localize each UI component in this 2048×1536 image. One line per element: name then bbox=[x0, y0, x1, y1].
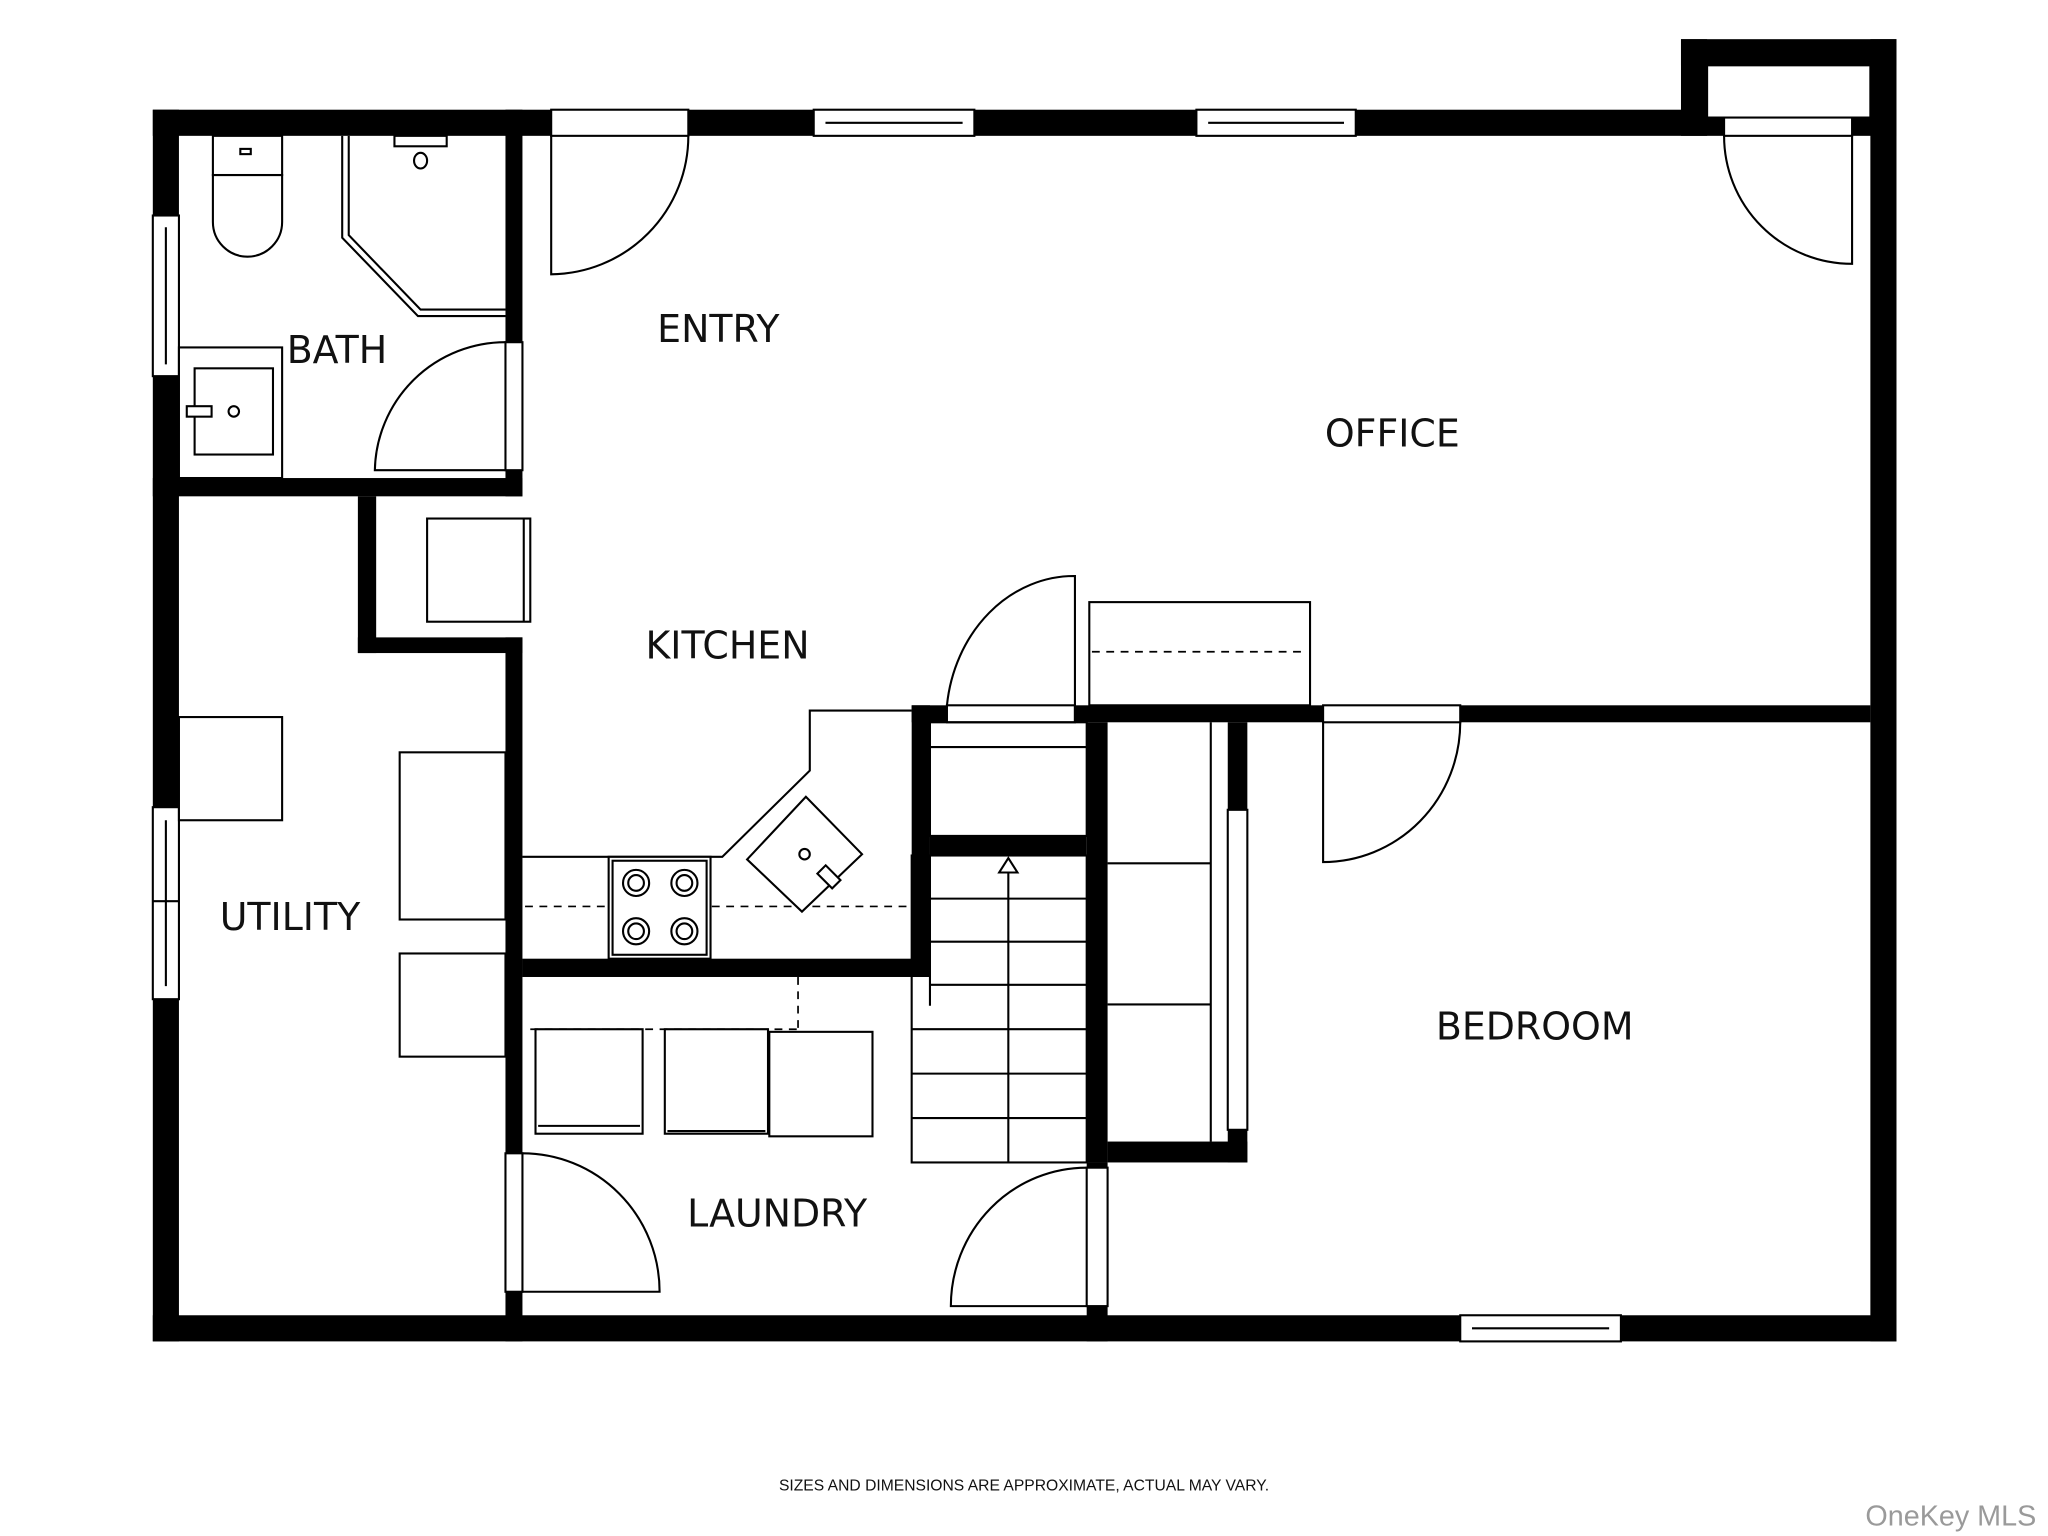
room-label-office: OFFICE bbox=[1325, 412, 1460, 456]
room-label-bath: BATH bbox=[287, 328, 388, 372]
room-label-utility: UTILITY bbox=[220, 895, 361, 939]
room-label-bedroom: BEDROOM bbox=[1436, 1005, 1634, 1049]
disclaimer-text: SIZES AND DIMENSIONS ARE APPROXIMATE, AC… bbox=[779, 1477, 1269, 1494]
room-label-entry: ENTRY bbox=[657, 307, 780, 351]
walls bbox=[152, 39, 1897, 1342]
room-label-laundry: LAUNDRY bbox=[687, 1191, 868, 1235]
doors bbox=[373, 108, 1854, 1308]
watermark: OneKey MLS bbox=[1865, 1501, 2036, 1533]
windows bbox=[151, 64, 1872, 1343]
fixtures bbox=[177, 134, 1312, 1164]
room-labels: BATH ENTRY OFFICE KITCHEN UTILITY LAUNDR… bbox=[220, 307, 1634, 1235]
room-label-kitchen: KITCHEN bbox=[645, 623, 809, 667]
